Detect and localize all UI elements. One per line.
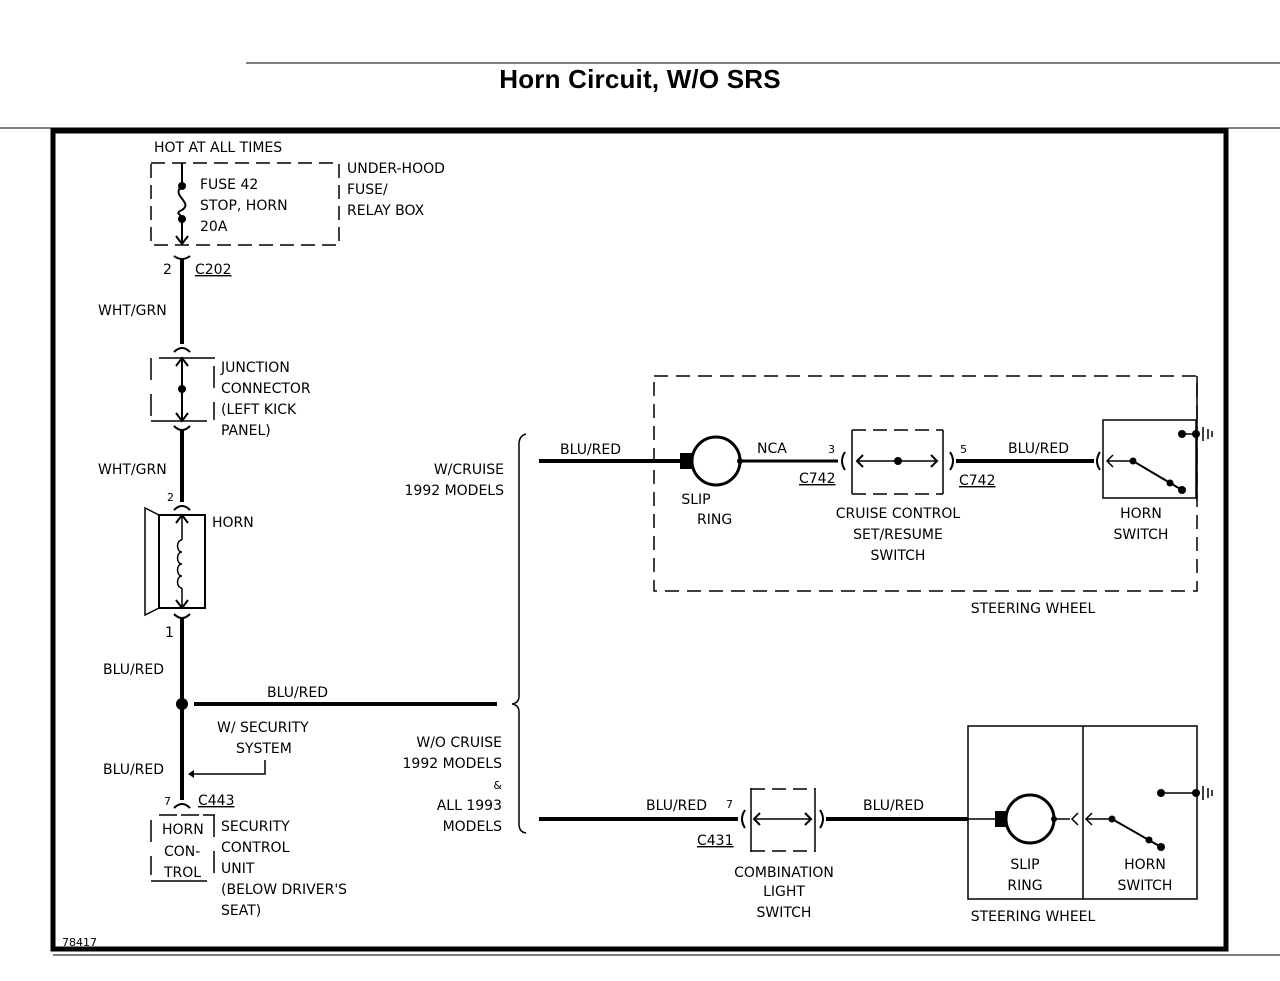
combo-switch-label-1: COMBINATION (734, 865, 834, 881)
c443-pin: 7 (164, 795, 171, 808)
nca-label: NCA (757, 441, 787, 457)
c742-in-connector-icon (841, 451, 846, 471)
fuse-line-2: STOP, HORN (200, 198, 288, 214)
horn-control-line-3: TROL (163, 865, 201, 881)
horn-switch-cruise-label-1: HORN (1120, 506, 1162, 522)
c742-in-label: C742 (799, 471, 836, 487)
horn-control-line-1: HORN (162, 822, 204, 838)
fuse-line-3: 20A (200, 219, 228, 235)
security-unit-line-3: UNIT (221, 861, 255, 877)
hot-label: HOT AT ALL TIMES (154, 140, 282, 156)
security-unit-line-2: CONTROL (221, 840, 290, 856)
horn-switch-nocruise-label-1: HORN (1124, 857, 1166, 873)
combo-switch-label-3: SWITCH (757, 905, 812, 921)
set-resume-label-1: CRUISE CONTROL (836, 506, 961, 522)
junction-line-1: JUNCTION (220, 360, 290, 376)
cruise-in-label: BLU/RED (560, 442, 621, 458)
security-unit-line-1: SECURITY (221, 819, 290, 835)
junction-line-4: PANEL) (221, 423, 271, 439)
fuse-box-outline (150, 162, 340, 246)
c742-in-pin: 3 (828, 443, 835, 456)
figure-id: 78417 (62, 936, 97, 949)
nocruise-in-label: BLU/RED (646, 798, 707, 814)
junction-line-3: (LEFT KICK (221, 402, 297, 418)
slip-ring-nocruise-label-2: RING (1007, 878, 1042, 894)
c742-out-label: C742 (959, 473, 996, 489)
slip-ring-label-1: SLIP (681, 492, 710, 508)
horn-switch-cruise-label-2: SWITCH (1114, 527, 1169, 543)
c431-connector-icon (741, 809, 746, 829)
nocruise-out-label: BLU/RED (863, 798, 924, 814)
c443-label: C443 (198, 793, 235, 809)
fuse-box-line-1: UNDER-HOOD (347, 161, 445, 177)
slip-ring-label-2: RING (697, 512, 732, 528)
c202-label: C202 (195, 262, 232, 278)
horn-switch-icon-cruise (1102, 419, 1197, 499)
fuse-line-1: FUSE 42 (200, 177, 258, 193)
slip-ring-nocruise-label-1: SLIP (1010, 857, 1039, 873)
wire-label-2: WHT/GRN (98, 462, 167, 478)
wire-label-5: BLU/RED (103, 762, 164, 778)
nocruise-variant-2: 1992 MODELS (403, 756, 503, 772)
cruise-variant-2: 1992 MODELS (405, 483, 505, 499)
horn-switch-nocruise-label-2: SWITCH (1118, 878, 1173, 894)
set-resume-label-2: SET/RESUME (853, 527, 943, 543)
horn-control-line-2: CON- (164, 844, 200, 860)
diagram-title: Horn Circuit, W/O SRS (499, 64, 781, 94)
c431-label: C431 (697, 833, 734, 849)
combo-switch-label-2: LIGHT (763, 884, 805, 900)
steering-wheel-label-cruise: STEERING WHEEL (971, 601, 1096, 617)
c742-out-pin: 5 (960, 443, 967, 456)
c202-pin: 2 (163, 262, 172, 278)
horn-pin-2: 2 (167, 491, 174, 504)
fuse-box-line-2: FUSE/ (347, 182, 388, 198)
steering-wheel-label-nocruise: STEERING WHEEL (971, 909, 1096, 925)
set-resume-label-3: SWITCH (871, 548, 926, 564)
c431-pin: 7 (726, 798, 733, 811)
nocruise-variant-1: W/O CRUISE (416, 735, 502, 751)
junction-line-2: CONNECTOR (221, 381, 311, 397)
nocruise-variant-4: ALL 1993 (437, 798, 502, 814)
cruise-variant-1: W/CRUISE (434, 462, 504, 478)
wire-label-1: WHT/GRN (98, 303, 167, 319)
security-unit-line-5: SEAT) (221, 903, 261, 919)
security-note-2: SYSTEM (236, 741, 292, 757)
security-unit-line-4: (BELOW DRIVER'S (221, 882, 347, 898)
c443-connector-icon (173, 803, 191, 809)
cruise-out-label: BLU/RED (1008, 441, 1069, 457)
horn-pin-1: 1 (165, 625, 174, 641)
variant-brace (511, 433, 527, 834)
wire-label-3: BLU/RED (103, 662, 164, 678)
slip-ring-icon-nocruise (1004, 793, 1056, 845)
security-note-arrow (192, 760, 266, 775)
security-note-1: W/ SECURITY (217, 720, 309, 736)
horn-label: HORN (212, 515, 254, 531)
fuse-box-line-3: RELAY BOX (347, 203, 425, 219)
nocruise-variant-5: MODELS (443, 819, 503, 835)
nocruise-variant-3: & (493, 779, 502, 792)
wire-label-4: BLU/RED (267, 685, 328, 701)
diagram-frame (50, 128, 1229, 952)
slip-ring-icon (690, 435, 742, 487)
fuse-icon (177, 185, 187, 220)
